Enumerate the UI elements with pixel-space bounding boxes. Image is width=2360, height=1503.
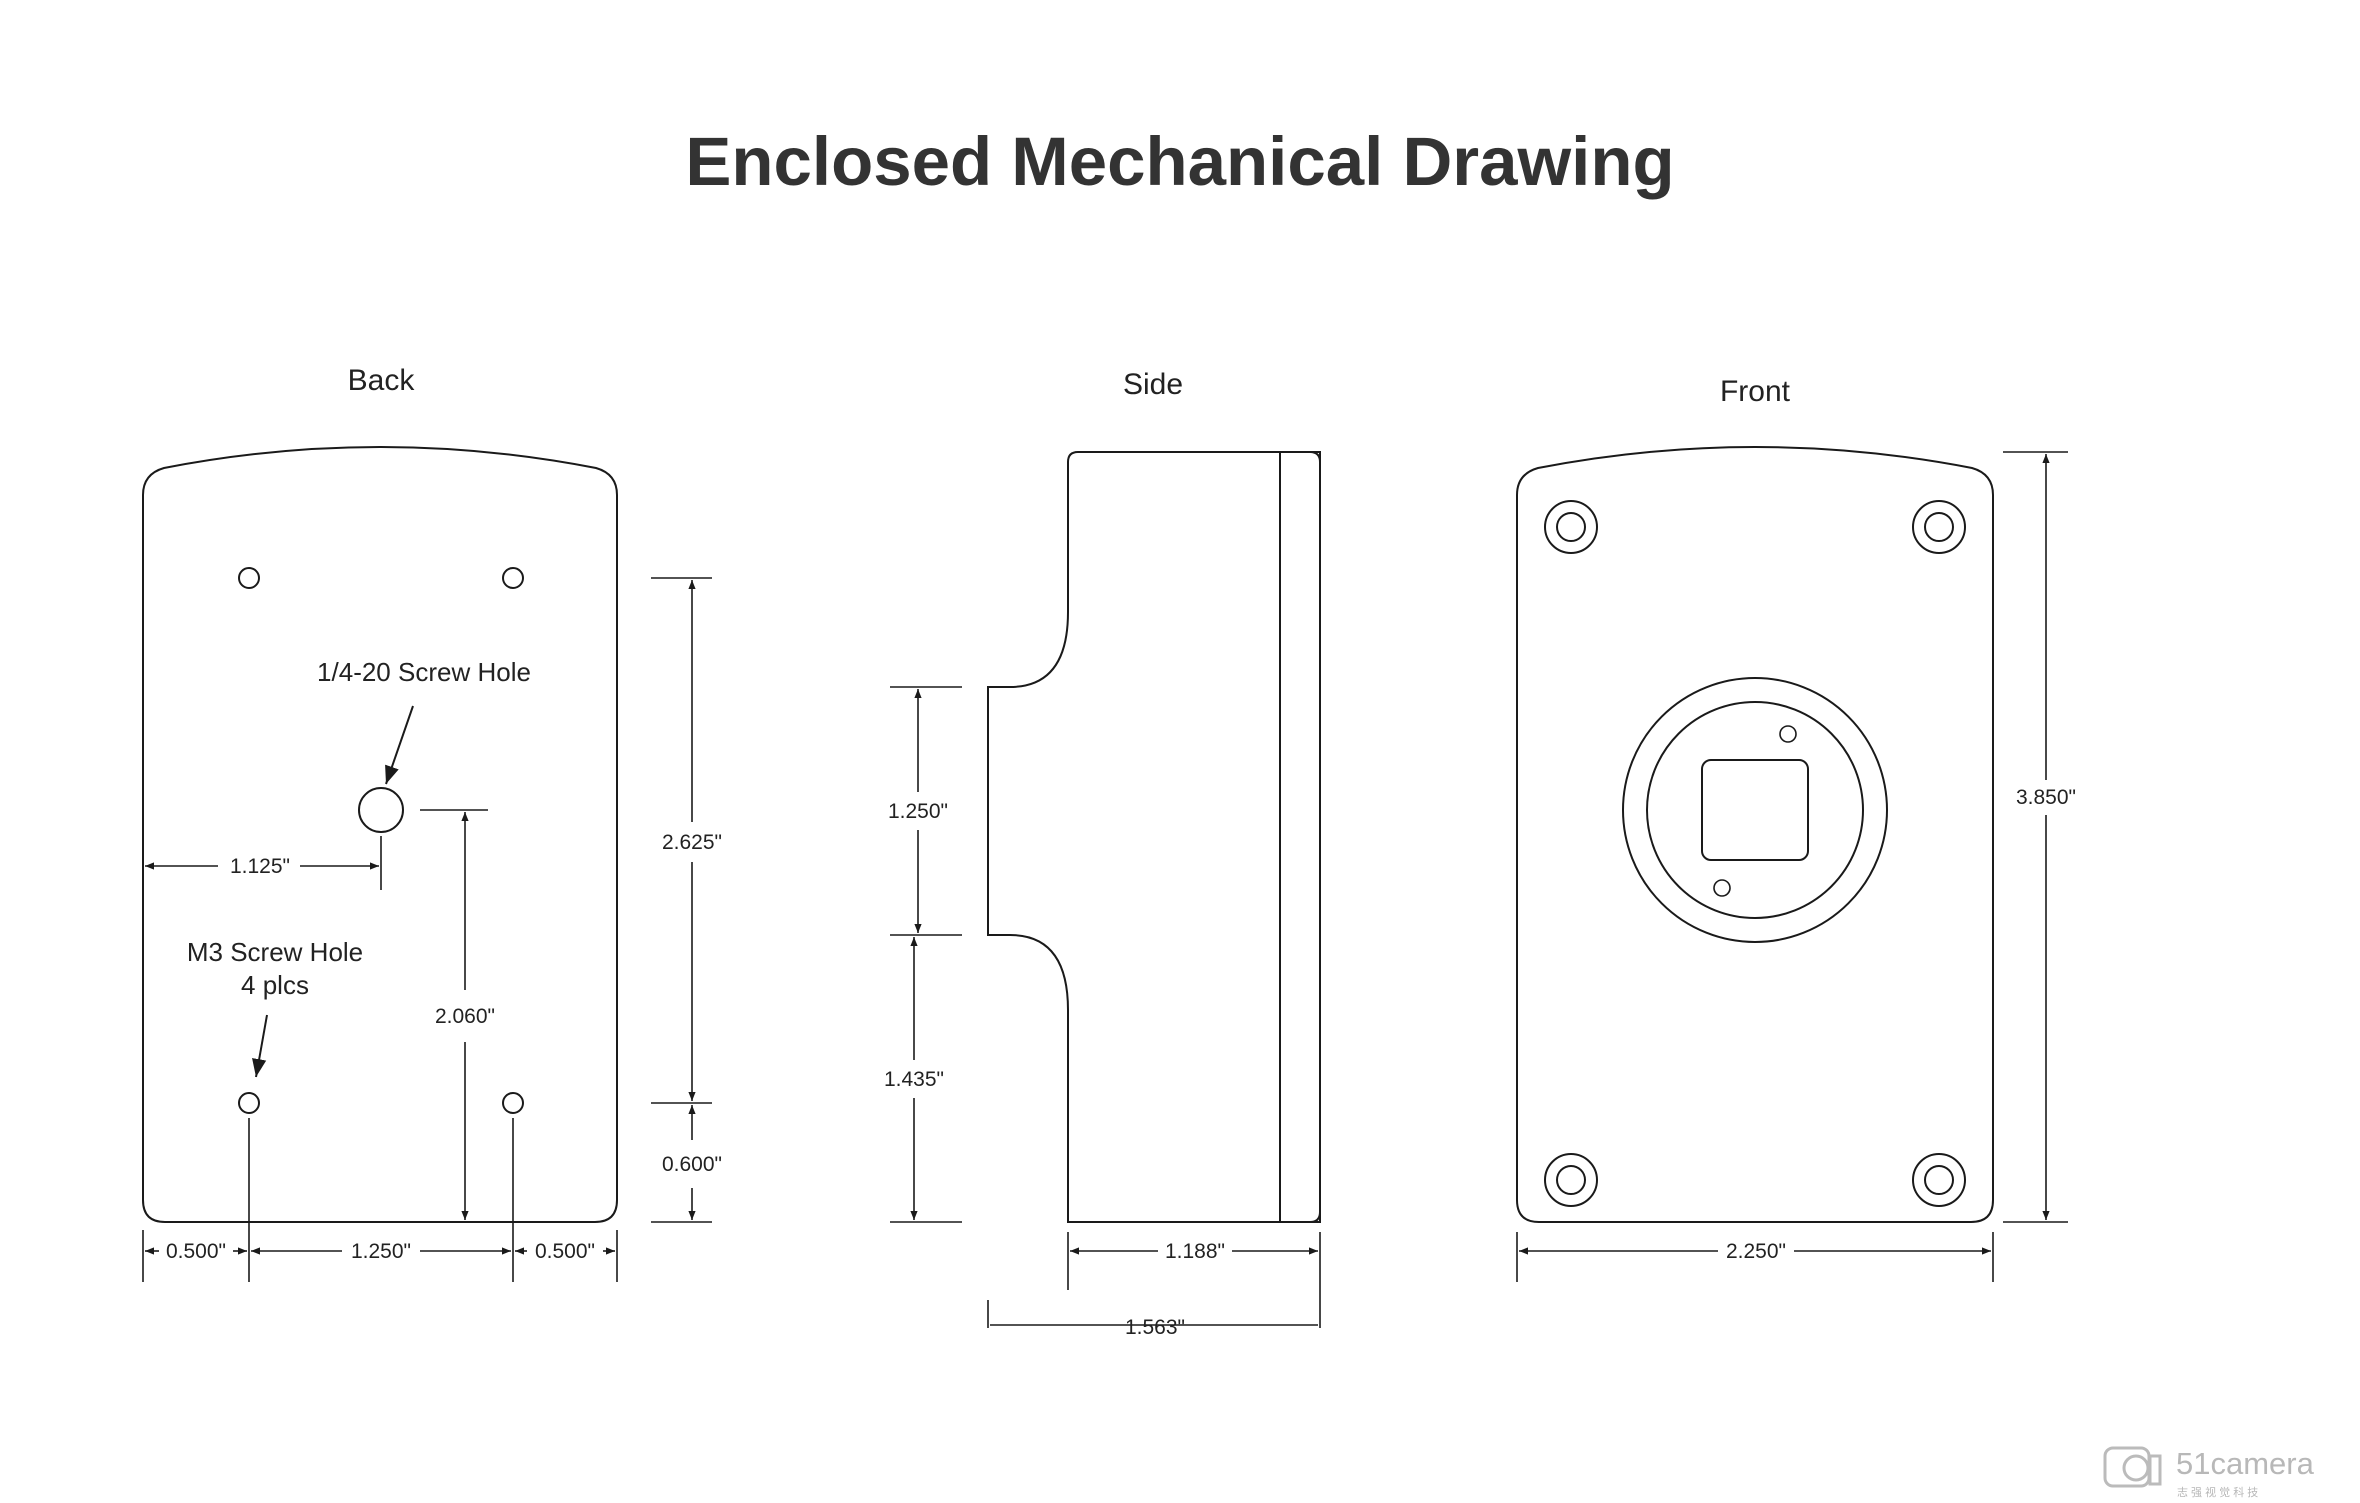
- m3-hole-top-right: [502, 567, 524, 589]
- side-view: Side 1.250" 1.435" 1.188" 1.563": [884, 368, 1330, 1378]
- dim-2625: 2.625": [662, 831, 722, 854]
- side-view-label: Side: [1123, 368, 1183, 401]
- m3-hole-note-line2: 4 plcs: [241, 970, 309, 1000]
- m3-hole-leader: [252, 1014, 268, 1078]
- mechanical-drawing-page: Enclosed Mechanical Drawing Back 1/4-20 …: [142, 123, 2315, 1499]
- front-view-label: Front: [1720, 375, 1791, 408]
- dim-1250-bottom: 1.250": [351, 1240, 411, 1263]
- dim-2060: 2.060": [435, 1005, 495, 1028]
- watermark-logo: 51camera 志 强 视 觉 科 技: [2103, 1446, 2315, 1499]
- quarter-hole-note: 1/4-20 Screw Hole: [317, 657, 531, 687]
- crop-mask: [980, 1338, 1330, 1378]
- back-outline: [142, 446, 618, 1223]
- watermark-brand: 51camera: [2176, 1446, 2315, 1481]
- screw-bottom-left: [1544, 1153, 1598, 1207]
- m3-hole-bottom-right: [502, 1092, 524, 1114]
- back-view: Back 1/4-20 Screw Hole M3 Screw Hole 4 p…: [142, 364, 722, 1282]
- dim-front-2250: 2.250": [1726, 1240, 1786, 1263]
- drawing-canvas: Back 1/4-20 Screw Hole M3 Screw Hole 4 p…: [142, 364, 2315, 1499]
- screw-top-right: [1912, 500, 1966, 554]
- dim-0500-right: 0.500": [535, 1240, 595, 1263]
- dim-side-1435: 1.435": [884, 1068, 944, 1091]
- screw-top-left: [1544, 500, 1598, 554]
- quarter-20-hole: [358, 787, 404, 833]
- lens-mount: [1622, 677, 1888, 943]
- dim-side-1250: 1.250": [888, 800, 948, 823]
- page-title: Enclosed Mechanical Drawing: [685, 123, 1675, 200]
- side-lens-cap: [1279, 451, 1321, 1223]
- m3-hole-note-line1: M3 Screw Hole: [187, 937, 363, 967]
- dim-side-1563: 1.563": [1125, 1316, 1185, 1339]
- camera-icon: [2103, 1446, 2151, 1488]
- front-outline: [1516, 446, 1994, 1223]
- watermark-sub: 志 强 视 觉 科 技: [2177, 1485, 2258, 1499]
- m3-hole-top-left: [238, 567, 260, 589]
- dim-front-3850: 3.850": [2016, 786, 2076, 809]
- dim-side-1188: 1.188": [1165, 1240, 1225, 1263]
- front-view: Front: [1516, 375, 2076, 1282]
- back-view-label: Back: [348, 364, 416, 397]
- dim-1125: 1.125": [230, 855, 290, 878]
- quarter-hole-leader: [385, 705, 414, 785]
- dim-0600: 0.600": [662, 1153, 722, 1176]
- dim-0500-left: 0.500": [166, 1240, 226, 1263]
- screw-bottom-right: [1912, 1153, 1966, 1207]
- m3-hole-bottom-left: [238, 1092, 260, 1114]
- side-body-outline: [987, 451, 1321, 1223]
